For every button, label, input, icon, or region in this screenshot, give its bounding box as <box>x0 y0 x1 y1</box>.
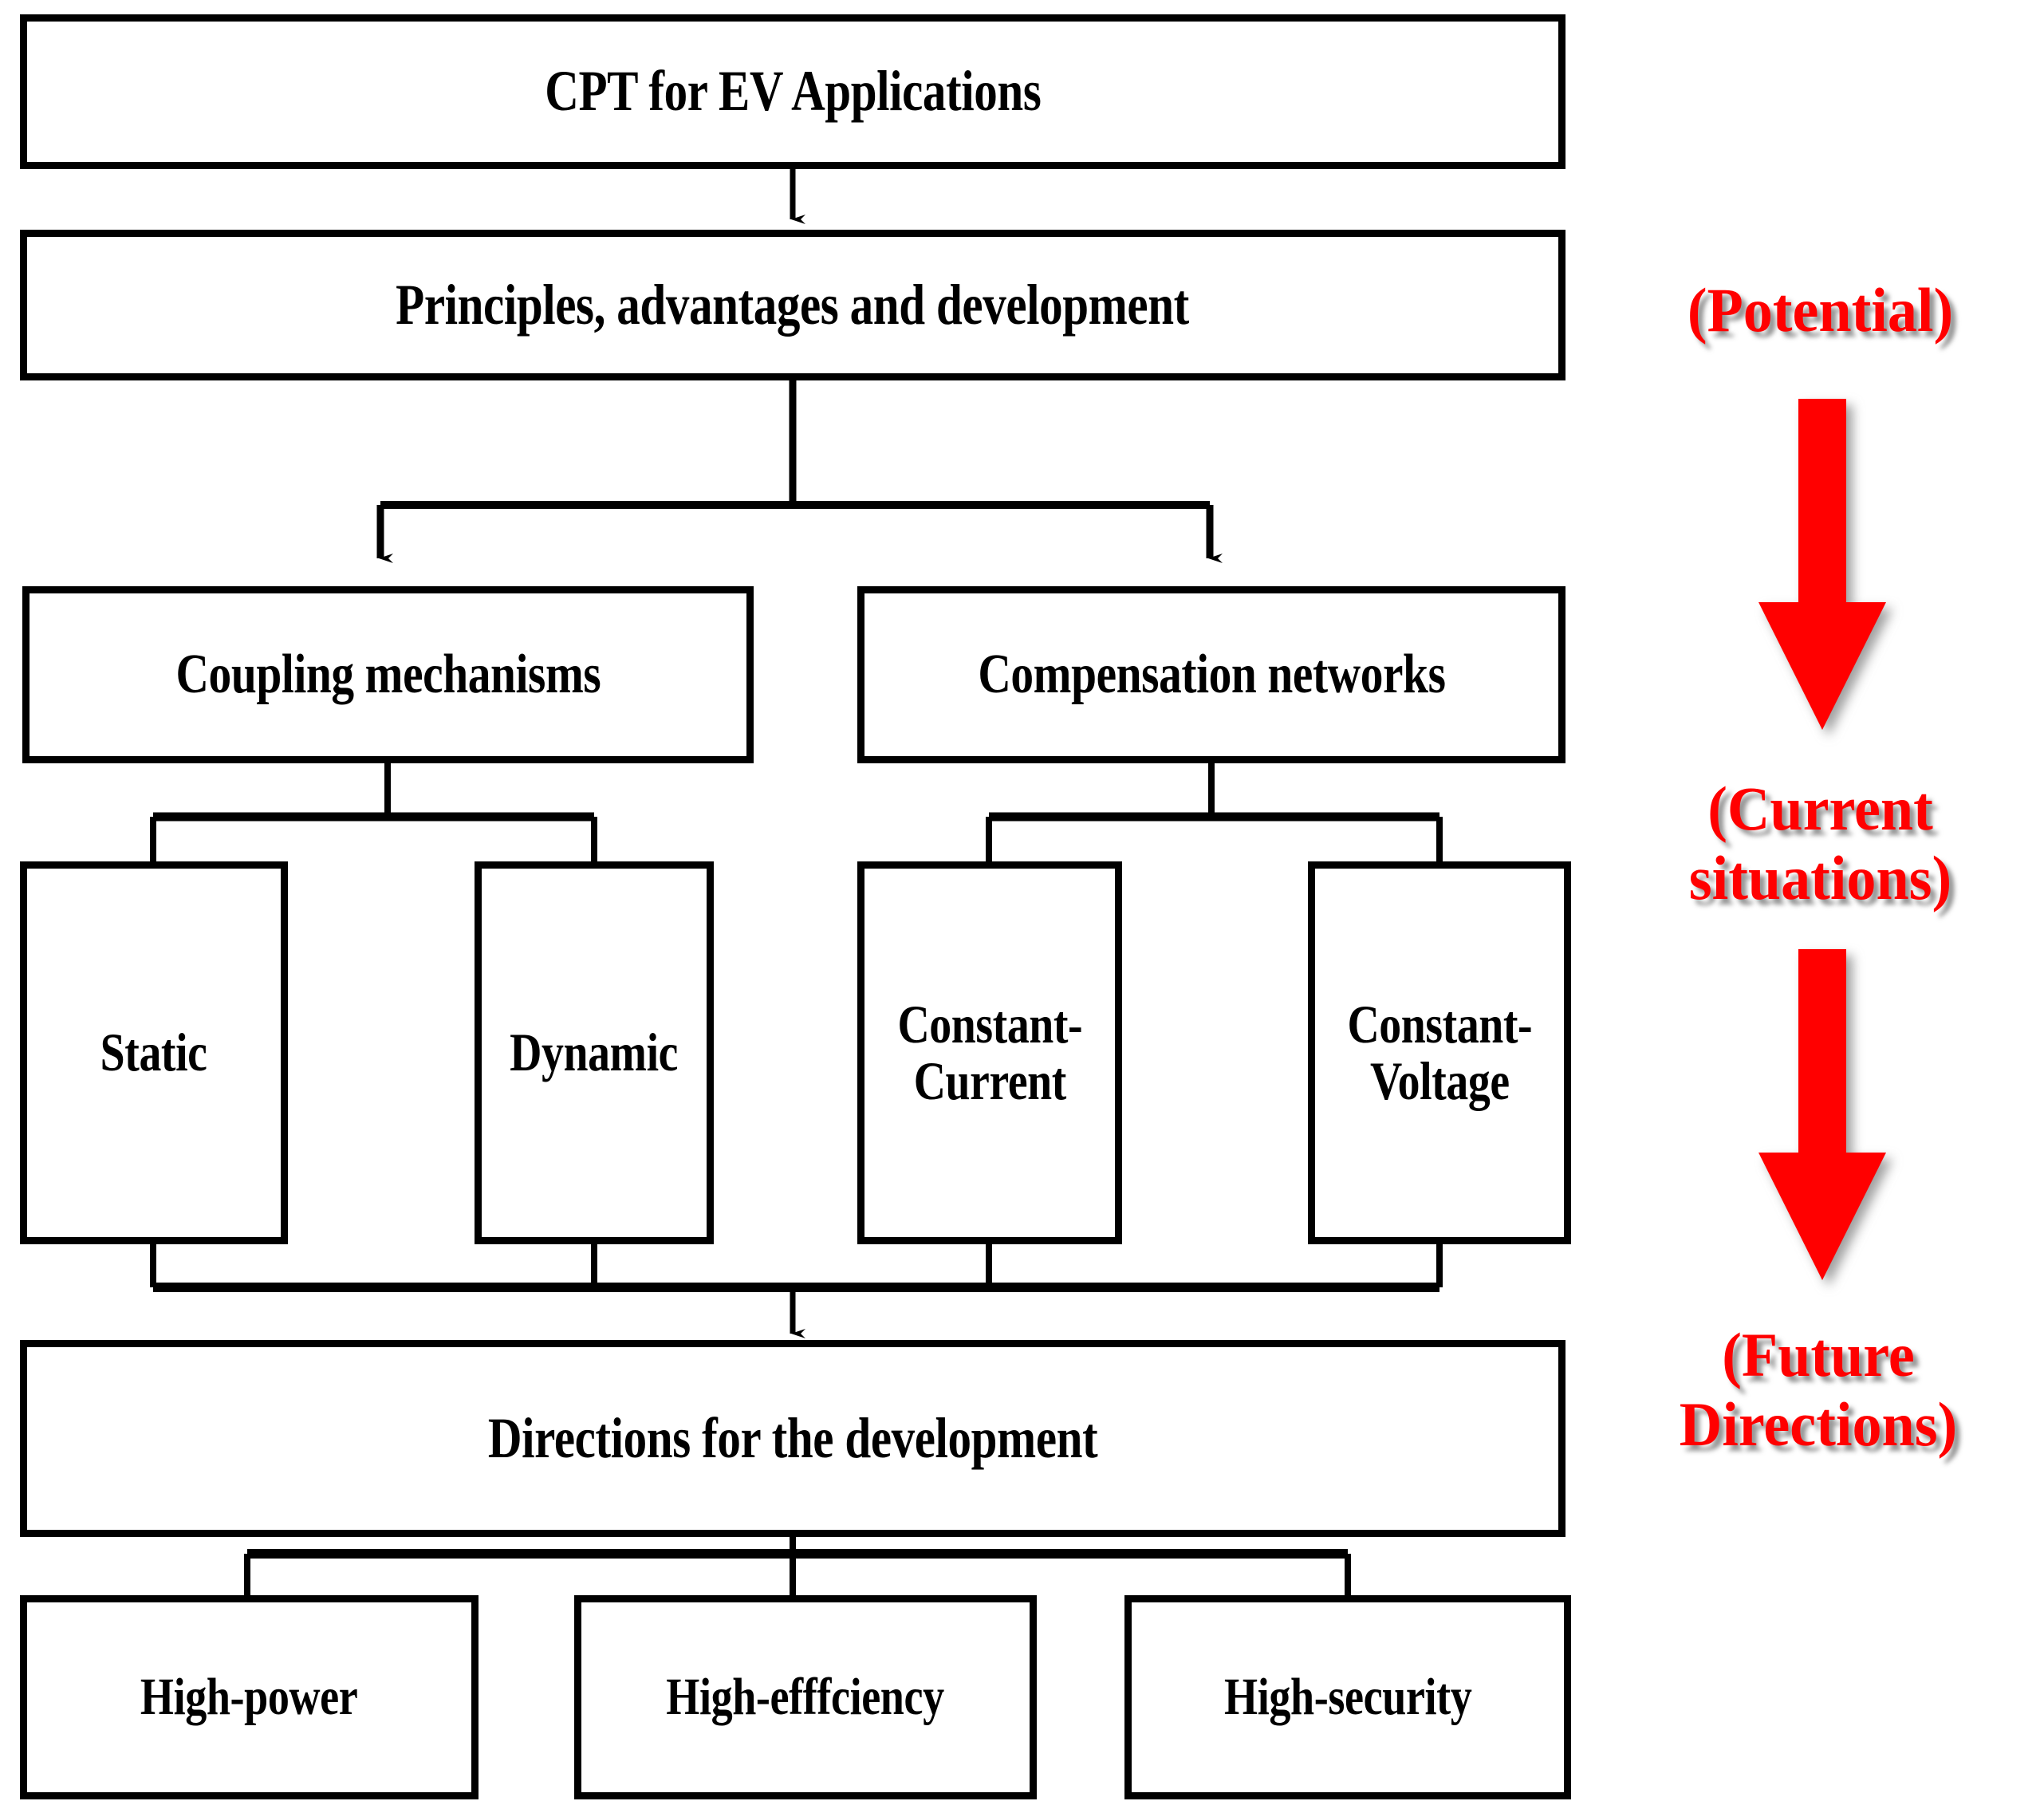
node-static-label: Static <box>100 1022 207 1083</box>
node-high-security[interactable]: High-security <box>1124 1595 1571 1799</box>
phase-label-potential: (Potential) <box>1687 275 1954 345</box>
node-directions[interactable]: Directions for the development <box>20 1340 1565 1537</box>
node-principles[interactable]: Principles, advantages and development <box>20 230 1565 380</box>
edge-compensation-to-children <box>986 763 1443 863</box>
phase-label-current-situations: (Current situations) <box>1688 774 1952 913</box>
edge-principles-to-children <box>376 380 1223 563</box>
node-dynamic[interactable]: Dynamic <box>475 861 714 1244</box>
node-constant-current-label: Constant- Current <box>897 993 1082 1111</box>
node-compensation-networks[interactable]: Compensation networks <box>857 586 1565 763</box>
node-principles-label: Principles, advantages and development <box>396 272 1190 337</box>
node-high-power[interactable]: High-power <box>20 1595 479 1799</box>
phase-arrow-2 <box>1758 949 1886 1280</box>
node-high-security-label: High-security <box>1223 1668 1472 1727</box>
node-compensation-networks-label: Compensation networks <box>977 644 1446 706</box>
edge-coupling-to-children <box>150 763 597 863</box>
node-root-label: CPT for EV Applications <box>544 59 1042 124</box>
phase-arrow-1 <box>1758 399 1886 730</box>
node-coupling-mechanisms[interactable]: Coupling mechanisms <box>22 586 754 763</box>
node-dynamic-label: Dynamic <box>510 1022 679 1083</box>
node-constant-voltage-label: Constant- Voltage <box>1347 993 1532 1111</box>
edge-leaves-to-directions <box>150 1243 1443 1338</box>
node-root[interactable]: CPT for EV Applications <box>20 14 1565 169</box>
node-high-power-label: High-power <box>140 1668 358 1727</box>
node-directions-label: Directions for the development <box>487 1405 1098 1470</box>
phase-label-future-directions: (Future Directions) <box>1679 1320 1958 1460</box>
node-static[interactable]: Static <box>20 861 288 1244</box>
node-constant-voltage[interactable]: Constant- Voltage <box>1308 861 1571 1244</box>
node-high-efficiency[interactable]: High-efffciency <box>574 1595 1037 1799</box>
edge-directions-to-children <box>244 1537 1351 1597</box>
node-coupling-mechanisms-label: Coupling mechanisms <box>175 644 601 706</box>
node-constant-current[interactable]: Constant- Current <box>857 861 1122 1244</box>
node-high-efficiency-label: High-efffciency <box>666 1668 945 1727</box>
